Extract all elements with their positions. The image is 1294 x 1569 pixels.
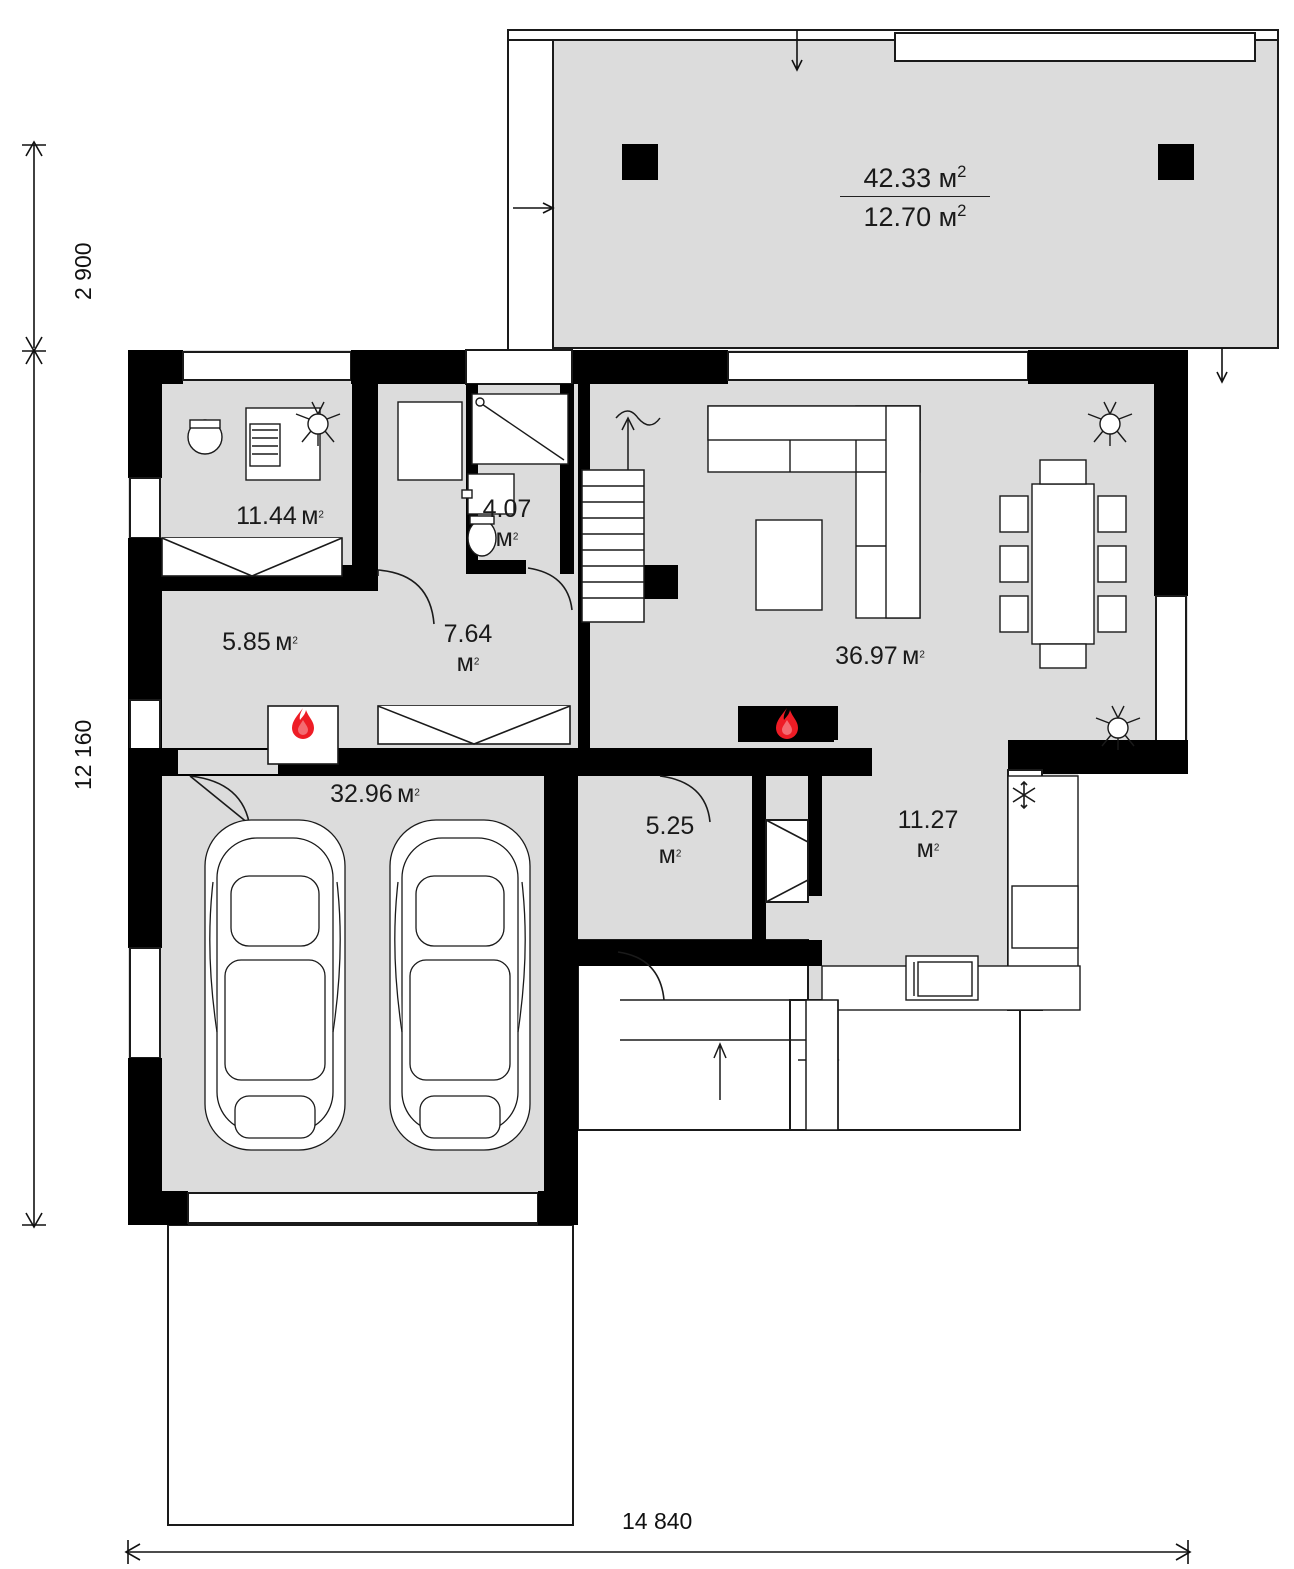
room-label-hall: 7.64 м2	[408, 620, 528, 678]
dimension-left-upper: 2 900	[70, 242, 96, 300]
room-area-sup: 2	[933, 842, 940, 854]
room-area-unit: м	[301, 502, 319, 530]
room-area-sup: 2	[919, 649, 925, 661]
room-label-vestibule: 5.25 м2	[610, 812, 730, 870]
dimension-lines	[22, 140, 1192, 1564]
room-area-sup: 2	[292, 635, 298, 647]
room-area-unit: м	[275, 628, 293, 656]
dimension-bottom: 14 840	[622, 1508, 693, 1534]
room-label-bathroom: 4.07 м2	[452, 495, 562, 553]
room-area-value: 5.85	[222, 628, 271, 656]
room-area-unit: м	[495, 523, 513, 552]
flame-icon-living-room	[772, 706, 802, 740]
room-area-sup: 2	[318, 509, 324, 521]
room-area-unit: м	[397, 780, 415, 808]
room-label-garage: 32.96 м2	[250, 780, 500, 809]
plan-geometry	[22, 29, 1279, 1564]
flame-icon-garage	[288, 706, 318, 740]
terrace-area-lower-value: 12.70 м	[863, 202, 958, 232]
terrace-area-upper-value: 42.33 м	[863, 163, 958, 193]
terrace-area-lower-sup: 2	[957, 201, 967, 220]
room-area-value: 4.07	[482, 495, 532, 523]
room-label-kitchen: 11.27 м2	[858, 806, 998, 864]
room-area-value: 11.44	[236, 502, 297, 530]
room-area-sup: 2	[512, 531, 519, 543]
room-label-storage: 5.85 м2	[150, 628, 370, 657]
room-area-unit: м	[916, 834, 934, 863]
room-area-value: 5.25	[645, 812, 695, 840]
terrace-area-label: 42.33 м2 12.70 м2	[740, 162, 1090, 233]
room-area-sup: 2	[473, 656, 480, 668]
room-area-unit: м	[658, 840, 676, 869]
room-area-sup: 2	[414, 787, 420, 799]
room-area-sup: 2	[675, 848, 682, 860]
room-area-value: 7.64	[443, 620, 493, 648]
room-area-unit: м	[902, 642, 920, 670]
dimension-left-lower: 12 160	[70, 719, 96, 790]
terrace-area-divider	[840, 196, 990, 197]
room-label-office: 11.44 м2	[170, 502, 390, 531]
room-area-unit: м	[456, 648, 474, 677]
snowflake-icon	[1012, 780, 1036, 810]
terrace-floor	[553, 30, 1278, 348]
room-area-value: 32.96	[330, 780, 393, 808]
terrace-area-upper-sup: 2	[957, 162, 967, 181]
room-area-value: 11.27	[897, 806, 959, 834]
room-label-living-room: 36.97 м2	[780, 642, 980, 671]
room-area-value: 36.97	[835, 642, 898, 670]
